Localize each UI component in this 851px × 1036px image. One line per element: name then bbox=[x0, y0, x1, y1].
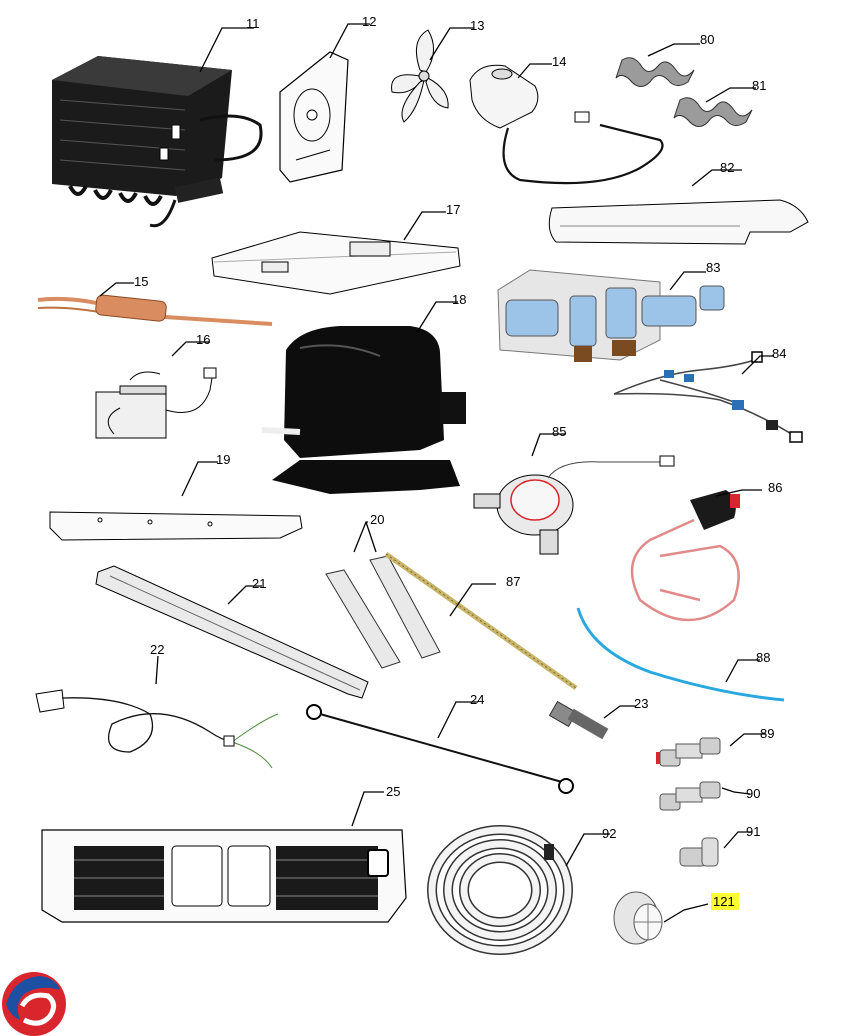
shelf-clip-80 bbox=[615, 57, 695, 87]
label-80: 80 bbox=[700, 32, 714, 47]
relay-transformer bbox=[95, 367, 217, 439]
label-84: 84 bbox=[772, 346, 786, 361]
label-24: 24 bbox=[470, 692, 484, 707]
label-16: 16 bbox=[196, 332, 210, 347]
label-121: 121 bbox=[713, 894, 735, 909]
wire-harness bbox=[613, 351, 803, 443]
label-11: 11 bbox=[246, 16, 260, 31]
highlight-121 bbox=[711, 893, 739, 910]
part-labels: 11 12 13 14 80 81 82 17 15 83 18 16 84 8… bbox=[134, 14, 786, 909]
label-89: 89 bbox=[760, 726, 774, 741]
defrost-heater bbox=[37, 294, 273, 326]
label-15: 15 bbox=[134, 274, 148, 289]
coiled-hose bbox=[427, 825, 573, 955]
label-17: 17 bbox=[446, 202, 460, 217]
connector-23 bbox=[548, 700, 609, 740]
fan-blade bbox=[391, 29, 449, 123]
label-83: 83 bbox=[706, 260, 720, 275]
fitting-90 bbox=[659, 781, 721, 811]
label-19: 19 bbox=[216, 452, 230, 467]
ground-strap bbox=[306, 704, 574, 794]
trim-rail bbox=[548, 199, 809, 245]
flow-meter bbox=[473, 455, 675, 555]
label-92: 92 bbox=[602, 826, 616, 841]
compressor bbox=[261, 326, 466, 494]
brand-logo bbox=[2, 972, 66, 1036]
label-22: 22 bbox=[150, 642, 164, 657]
label-13: 13 bbox=[470, 18, 484, 33]
label-23: 23 bbox=[634, 696, 648, 711]
label-88: 88 bbox=[756, 650, 770, 665]
strips-20 bbox=[325, 555, 441, 669]
label-21: 21 bbox=[252, 576, 266, 591]
label-85: 85 bbox=[552, 424, 566, 439]
label-25: 25 bbox=[386, 784, 400, 799]
control-tray bbox=[211, 231, 461, 295]
leader-lines bbox=[99, 23, 774, 923]
solenoid-86 bbox=[630, 490, 740, 622]
label-18: 18 bbox=[452, 292, 466, 307]
rod-87 bbox=[384, 551, 578, 691]
fan-motor bbox=[469, 64, 664, 185]
label-20: 20 bbox=[370, 512, 384, 527]
water-tubing bbox=[576, 607, 785, 702]
power-cord bbox=[35, 689, 279, 769]
label-90: 90 bbox=[746, 786, 760, 801]
label-81: 81 bbox=[752, 78, 766, 93]
water-valve bbox=[497, 269, 725, 362]
label-14: 14 bbox=[552, 54, 566, 69]
label-86: 86 bbox=[768, 480, 782, 495]
label-12: 12 bbox=[362, 14, 376, 29]
fitting-91 bbox=[679, 837, 719, 867]
fan-shroud bbox=[279, 51, 349, 183]
label-87: 87 bbox=[506, 574, 520, 589]
rail-21 bbox=[95, 565, 369, 699]
label-82: 82 bbox=[720, 160, 734, 175]
evaporator-coil bbox=[52, 56, 263, 228]
filter-cap bbox=[613, 891, 663, 945]
shelf-clip-81 bbox=[673, 97, 753, 127]
fitting-89 bbox=[656, 737, 721, 767]
label-91: 91 bbox=[746, 824, 760, 839]
bracket-19 bbox=[49, 511, 303, 541]
bottom-panel bbox=[41, 829, 407, 923]
